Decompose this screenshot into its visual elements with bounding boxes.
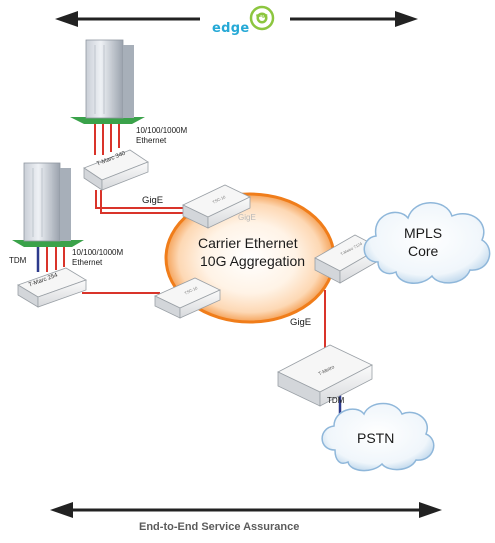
device-tsc-top — [182, 184, 251, 229]
pstn-cloud — [321, 402, 435, 472]
link-label-gige-top: GigE — [142, 195, 164, 206]
server-tower-bottom — [12, 162, 84, 247]
ring-label-gige: GigE — [238, 213, 256, 222]
aggregation-title-line2: 10G Aggregation — [200, 253, 306, 269]
switch-label-top-line1: 10/100/1000M — [136, 126, 188, 135]
device-tsc-left — [154, 277, 221, 319]
pstn-label: PSTN — [357, 430, 395, 446]
edge-logo-icon — [249, 5, 275, 31]
link-label-tdm: TDM — [327, 396, 345, 405]
device-tmarc-254 — [17, 267, 87, 308]
device-tmarc-340 — [83, 149, 149, 191]
aggregation-title-line1: Carrier Ethernet — [198, 235, 298, 251]
top-double-arrow — [55, 11, 418, 27]
logo-badge: edge — [256, 13, 268, 19]
switch-label-top-line2: Ethernet — [136, 136, 167, 145]
footer-title: End-to-End Service Assurance — [139, 521, 300, 533]
server-tower-top — [70, 39, 145, 124]
bottom-double-arrow — [50, 502, 442, 518]
mpls-cloud — [363, 202, 491, 284]
link-label-gige-lower: GigE — [290, 317, 312, 328]
switch-label-bottom-line2: Ethernet — [72, 258, 103, 267]
mpls-label-line1: MPLS — [404, 225, 443, 241]
tdm-port-label: TDM — [9, 256, 27, 265]
logo-wordmark: edge — [212, 21, 250, 36]
mpls-label-line2: Core — [408, 243, 439, 259]
switch-label-bottom-line1: 10/100/1000M — [72, 248, 124, 257]
device-tmetro — [277, 344, 373, 407]
